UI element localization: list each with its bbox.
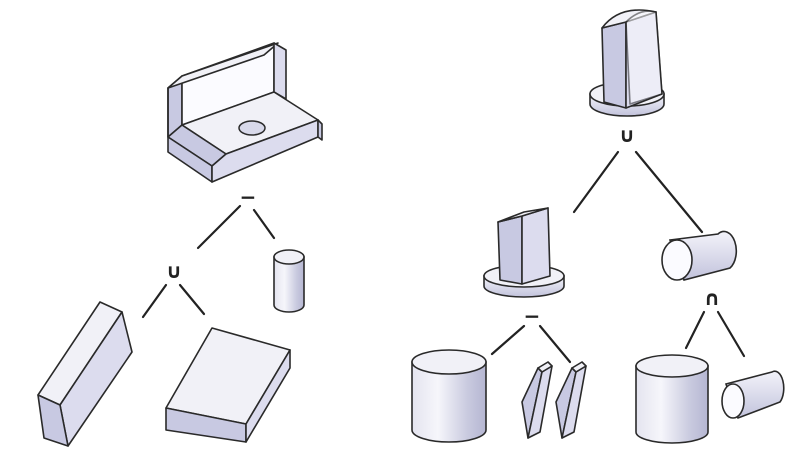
left-root-edge-left [196, 204, 242, 250]
right-csg-tree: ∪ − ∩ [411, 9, 785, 444]
thin-plate-1-shape [521, 361, 553, 439]
right-root-edge-left [572, 150, 620, 214]
small-horizontal-cylinder-shape [721, 370, 785, 420]
thin-plate-2-shape [555, 361, 587, 439]
upright-block-result-shape [589, 9, 665, 117]
left-child-operator: ∪ [166, 259, 182, 283]
right-root-operator: ∪ [619, 123, 635, 147]
l-bracket-result-shape [167, 42, 323, 183]
right-diff-edge-left [490, 324, 526, 356]
left-csg-tree: − ∪ [37, 42, 323, 447]
block-on-disc-shape [483, 207, 565, 298]
horizontal-cylinder-shape [661, 230, 738, 281]
left-child-edge-left [141, 283, 168, 319]
left-root-edge-right [252, 208, 276, 240]
right-inter-edge-left [684, 310, 706, 350]
right-inter-edge-right [716, 310, 746, 358]
right-right-child-operator: ∩ [704, 286, 720, 310]
right-diff-edge-right [538, 324, 572, 364]
vertical-slab-shape [37, 301, 133, 447]
large-cylinder-right-shape [635, 354, 709, 444]
right-left-child-operator: − [524, 304, 541, 328]
left-child-edge-right [178, 283, 206, 316]
large-cylinder-left-shape [411, 349, 487, 443]
right-root-edge-right [634, 150, 704, 234]
left-root-operator: − [240, 185, 257, 209]
base-block-shape [165, 327, 291, 443]
small-cylinder-shape [273, 249, 305, 313]
